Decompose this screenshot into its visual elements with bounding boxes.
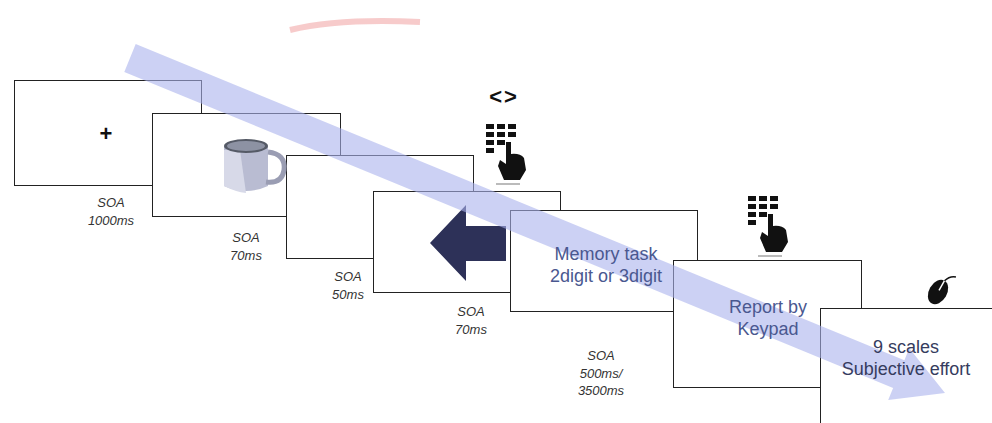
keypad-hand-icon [748, 196, 788, 256]
mouse-icon [924, 268, 957, 307]
screen-text: 9 scales Subjective effort [830, 337, 982, 380]
keypad-hand-icon [486, 124, 526, 184]
screen-text: + [91, 121, 121, 147]
soa-label: SOA 1000ms [85, 194, 137, 229]
screen-text: Report by Keypad [707, 297, 829, 340]
screen-box: 9 scales Subjective effort [820, 308, 992, 423]
time-arrow [124, 44, 945, 400]
watermark-smear [290, 21, 420, 30]
soa-label: SOA 500ms/ 3500ms [575, 347, 627, 400]
screen-text: Memory task 2digit or 3digit [540, 244, 672, 287]
soa-label: SOA 50ms [322, 268, 374, 303]
soa-label: SOA 70ms [220, 229, 272, 264]
soa-label: SOA 70ms [445, 303, 497, 338]
response-keys-symbol: <> [489, 84, 519, 110]
mug-picture [224, 139, 284, 193]
